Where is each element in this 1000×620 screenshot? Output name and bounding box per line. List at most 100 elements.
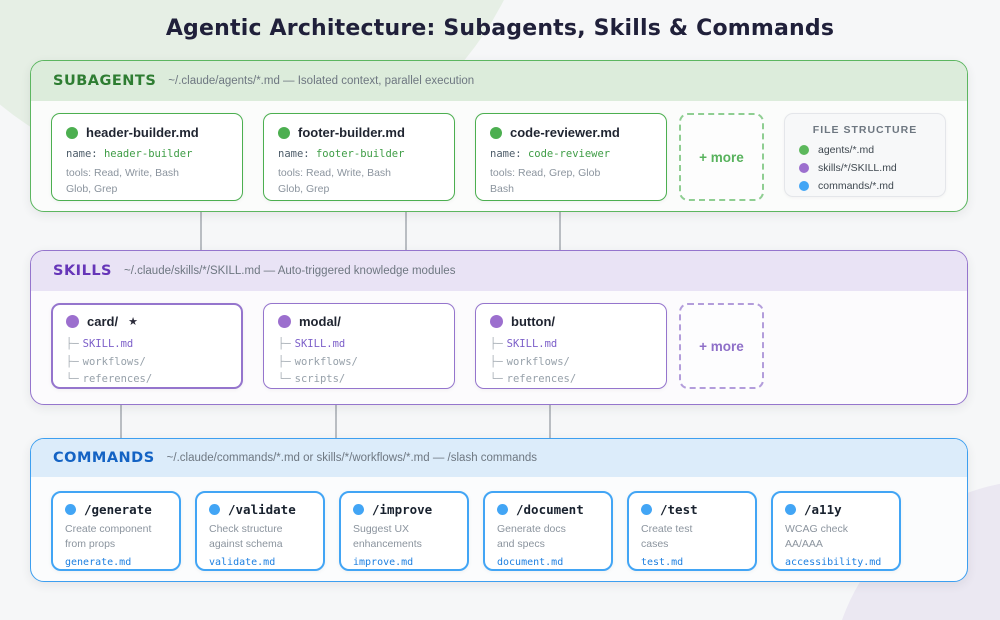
skill-tree: ├─SKILL.md ├─workflows/ └─scripts/: [278, 336, 440, 389]
command-title: /test: [660, 502, 698, 517]
agent-card-title: code-reviewer.md: [510, 125, 620, 140]
subagents-more-button[interactable]: + more: [679, 113, 764, 201]
tree-branch: ├─: [278, 355, 291, 368]
tree-branch: └─: [278, 373, 291, 386]
subagents-header: SUBAGENTS ~/.claude/agents/*.md — Isolat…: [31, 61, 967, 101]
agent-tools-line: tools: Read, Write, Bash: [66, 167, 180, 179]
legend-item-skills: skills/*/SKILL.md: [799, 162, 931, 174]
commands-header: COMMANDS ~/.claude/commands/*.md or skil…: [31, 439, 967, 477]
skill-card-modal: modal/ ├─SKILL.md ├─workflows/ └─scripts…: [263, 303, 455, 389]
tree-label: workflows/: [506, 355, 570, 368]
command-file-label: test.md: [641, 557, 684, 569]
connector-line: [200, 212, 202, 252]
skills-section: SKILLS ~/.claude/skills/*/SKILL.md — Aut…: [30, 250, 968, 405]
tree-label: references/: [82, 373, 153, 386]
agent-card-title: header-builder.md: [86, 125, 199, 140]
desc-line: cases: [641, 538, 669, 551]
desc-line: and specs: [497, 538, 545, 551]
command-file-label: validate.md: [209, 557, 276, 569]
desc-line: Check structure: [209, 523, 283, 535]
tree-line-skillmd: ├─SKILL.md: [278, 336, 440, 354]
agent-card-header-builder: header-builder.md name: header-builder t…: [51, 113, 243, 201]
commands-dot-icon: [799, 181, 809, 191]
tree-branch: ├─: [66, 355, 79, 368]
tree-label: workflows/: [294, 355, 358, 368]
page-title: Agentic Architecture: Subagents, Skills …: [165, 16, 835, 41]
agent-dot-icon: [490, 126, 502, 139]
command-file-label: document.md: [497, 557, 564, 569]
subagents-section: SUBAGENTS ~/.claude/agents/*.md — Isolat…: [30, 60, 968, 212]
tree-line: └─scripts/: [278, 371, 440, 389]
command-file-label: accessibility.md: [785, 557, 882, 569]
legend-item-label: agents/*.md: [818, 144, 875, 156]
legend-item-commands: commands/*.md: [799, 180, 931, 192]
tree-branch: ├─: [66, 338, 79, 350]
agent-tools-line: Glob, Grep: [278, 183, 330, 196]
agent-tools-line: Glob, Grep: [66, 183, 118, 196]
tree-label: scripts/: [294, 373, 346, 386]
name-key: name:: [490, 148, 522, 160]
command-title-row: /a11y: [785, 502, 887, 517]
tree-label: SKILL.md: [294, 338, 346, 350]
skills-label: SKILLS: [53, 263, 112, 279]
connector-line: [405, 212, 407, 252]
skill-card-title-row: modal/: [278, 314, 440, 329]
commands-path: ~/.claude/commands/*.md or skills/*/work…: [166, 452, 538, 464]
desc-line: from props: [65, 538, 116, 551]
tree-line-skillmd: ├─SKILL.md: [66, 336, 228, 354]
tree-line-skillmd: ├─SKILL.md: [490, 336, 652, 354]
command-title: /a11y: [804, 502, 842, 517]
desc-line: Create component: [65, 523, 152, 535]
agents-dot-icon: [799, 145, 809, 155]
skill-dot-icon: [490, 315, 503, 328]
connector-line: [120, 404, 122, 440]
agent-card-footer-builder: footer-builder.md name: footer-builder t…: [263, 113, 455, 201]
tree-branch: ├─: [490, 338, 503, 350]
command-file-label: generate.md: [65, 557, 132, 569]
agent-tools-line: tools: Read, Grep, Glob: [490, 167, 601, 179]
command-dot-icon: [641, 504, 652, 515]
skill-card-button: button/ ├─SKILL.md ├─workflows/ └─refere…: [475, 303, 667, 389]
commands-body: /generate Create component from props gen…: [31, 477, 967, 581]
skills-path: ~/.claude/skills/*/SKILL.md — Auto-trigg…: [124, 265, 456, 277]
agent-name-line: name: code-reviewer: [490, 148, 652, 160]
command-dot-icon: [497, 504, 508, 515]
desc-line: enhancements: [353, 538, 422, 551]
name-key: name:: [66, 148, 98, 160]
skill-card-title: card/: [87, 314, 119, 329]
tree-label: workflows/: [82, 355, 146, 368]
tree-line: └─references/: [66, 371, 228, 389]
subagents-label: SUBAGENTS: [53, 73, 157, 89]
command-dot-icon: [785, 504, 796, 515]
commands-section: COMMANDS ~/.claude/commands/*.md or skil…: [30, 438, 968, 582]
skill-dot-icon: [278, 315, 291, 328]
file-structure-panel: FILE STRUCTURE agents/*.md skills/*/SKIL…: [784, 113, 946, 197]
command-dot-icon: [353, 504, 364, 515]
agent-name-line: name: footer-builder: [278, 148, 440, 160]
file-structure-title: FILE STRUCTURE: [812, 124, 918, 136]
skills-more-button[interactable]: + more: [679, 303, 764, 389]
command-file-label: improve.md: [353, 557, 414, 569]
name-key: name:: [278, 148, 310, 160]
tree-branch: └─: [490, 373, 503, 386]
agent-card-title-row: footer-builder.md: [278, 125, 440, 140]
featured-star-icon: ★: [128, 316, 138, 328]
tree-line: └─references/: [490, 371, 652, 389]
command-title: /generate: [84, 502, 152, 517]
commands-label: COMMANDS: [53, 450, 155, 466]
skill-card-title: button/: [511, 314, 556, 329]
command-dot-icon: [209, 504, 220, 515]
skill-tree: ├─SKILL.md ├─workflows/ └─references/: [490, 336, 652, 389]
tree-branch: └─: [66, 373, 79, 386]
connector-line: [549, 404, 551, 440]
tree-label: SKILL.md: [506, 338, 558, 350]
